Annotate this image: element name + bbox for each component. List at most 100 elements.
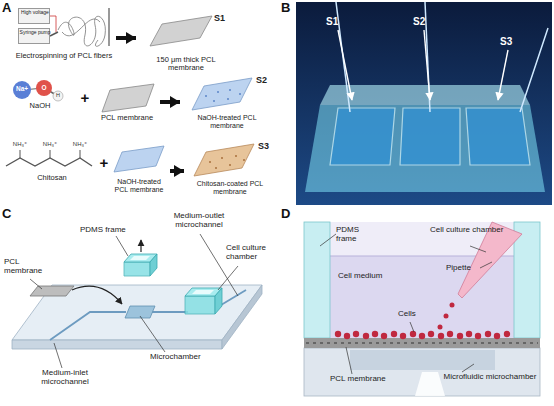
cross-section: [514, 222, 540, 338]
part-label: Pipette: [446, 264, 486, 273]
membrane-illustration: [235, 155, 237, 157]
cell: [466, 331, 472, 337]
electrospinning-setup: [50, 16, 56, 32]
device-photo: [330, 108, 395, 165]
glass-slide: [222, 285, 262, 349]
node-caption: High voltage: [19, 10, 51, 16]
pdms-frame: [124, 262, 150, 276]
chitosan-chain: [50, 150, 51, 158]
membrane-illustration: [215, 167, 217, 169]
cell: [381, 333, 387, 339]
membrane-illustration: [243, 159, 245, 161]
membrane-illustration: [205, 89, 241, 102]
atom-label: Na+: [13, 85, 31, 92]
device-photo: [305, 105, 545, 192]
cross-section: [304, 348, 540, 396]
atom-label: O: [37, 84, 51, 91]
device-photo: [466, 108, 530, 165]
pointer-arrow: [338, 30, 508, 100]
node-caption: PCL membrane: [96, 114, 158, 122]
microchannel: [50, 312, 126, 340]
cross-section: [350, 350, 495, 370]
cross-section: [415, 372, 445, 396]
pointer-arrow: [424, 30, 430, 100]
cell: [444, 314, 449, 319]
part-label: Cell medium: [338, 272, 398, 281]
leader-line: [462, 364, 474, 372]
cross-section: [306, 342, 538, 344]
membrane-sample: S1150 μm thick PCL membrane: [138, 10, 234, 70]
chitosan-chain: [6, 158, 92, 166]
part-label: Medium-outlet microchannel: [162, 212, 236, 230]
membrane-illustration: [209, 161, 211, 163]
process-arrow: [170, 169, 184, 173]
node-caption: Syringe pump: [19, 30, 51, 36]
cell: [447, 331, 453, 337]
node-caption: NaOH-treated PCL membrane: [182, 114, 272, 129]
membrane-illustration: [194, 144, 254, 176]
leader-line: [30, 279, 42, 289]
cell: [450, 303, 455, 308]
membrane-illustration: [229, 89, 231, 91]
motion-arrow: [72, 240, 141, 304]
cell: [410, 331, 416, 337]
membrane-illustration: [229, 164, 231, 166]
atom-label: H: [53, 92, 63, 98]
part-label: Cell culture chamber: [430, 226, 504, 235]
cross-section: [304, 222, 540, 396]
cell: [428, 331, 434, 337]
cell: [504, 331, 510, 337]
cell: [372, 331, 378, 337]
leader-line: [116, 236, 128, 256]
naoh-molecule: [36, 80, 52, 96]
part-label: Cells: [398, 310, 428, 319]
microchannel: [152, 311, 188, 313]
instrument-box: Syringe pump: [18, 28, 50, 44]
plus-sign: +: [77, 90, 93, 107]
device-photo: [425, 2, 430, 112]
membrane-sample: S2NaOH-treated PCL membrane: [182, 72, 272, 132]
part-label: PCL membrane: [4, 258, 50, 276]
cell: [344, 333, 350, 339]
membrane-illustration: [217, 91, 219, 93]
leader-line: [470, 246, 486, 252]
membrane-illustration: [221, 157, 223, 159]
group-label: NH₃⁺: [8, 141, 32, 148]
node-caption: NaOH: [8, 102, 72, 110]
membrane-illustration: [227, 98, 229, 100]
cell: [400, 333, 406, 339]
panel-letter: A: [2, 1, 18, 15]
glass-slide: [12, 285, 262, 349]
sample-label: S2: [256, 76, 272, 86]
sample-label: S1: [214, 14, 234, 24]
cross-section: [304, 222, 330, 338]
reagent: NaOH: [8, 74, 72, 114]
membrane-illustration: [192, 78, 252, 110]
cell: [457, 333, 463, 339]
membrane-illustration: [102, 16, 254, 176]
cell: [438, 325, 443, 330]
process-illustration: Electrospinning of PCL fibers High voltag…: [14, 4, 114, 66]
device-photo: [296, 2, 552, 205]
leader-line: [54, 343, 62, 368]
panel-letter: D: [281, 207, 297, 221]
cell: [419, 333, 425, 339]
membrane-illustration: [209, 155, 245, 169]
cell: [475, 333, 481, 339]
cell: [391, 331, 397, 337]
node-caption: Electrospinning of PCL fibers: [14, 52, 114, 60]
glass-slide: [12, 340, 222, 349]
motion-arrow: [72, 286, 122, 304]
part-label: PDMS frame: [336, 226, 376, 244]
group-label: NH₃⁺: [68, 141, 92, 148]
chitosan-chain: [80, 150, 81, 158]
instrument-box: High voltage: [18, 8, 50, 24]
pdms-frame: [124, 254, 157, 276]
cell: [363, 333, 369, 339]
part-label: Microchamber: [150, 353, 220, 362]
leader-line: [218, 266, 238, 290]
membrane-illustration: [213, 100, 215, 102]
